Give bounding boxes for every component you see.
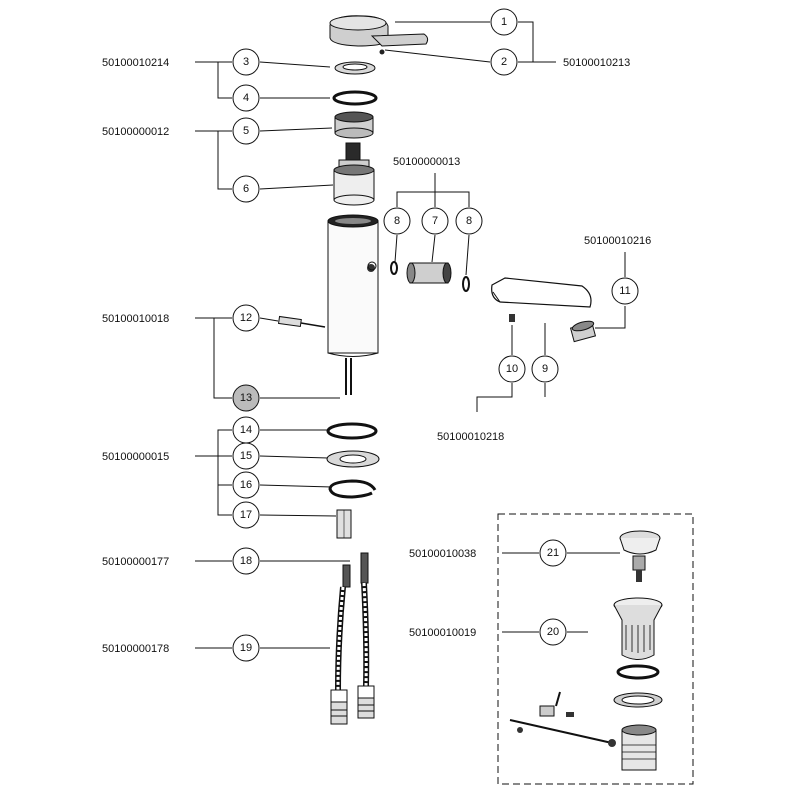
callout-8a: 8: [383, 207, 411, 235]
faucet-body-part: [327, 214, 379, 395]
callout-15: 15: [232, 442, 260, 470]
callout-3: 3: [232, 48, 260, 76]
callout-9: 9: [531, 355, 559, 383]
callout-2: 2: [490, 48, 518, 76]
svg-text:4: 4: [243, 92, 249, 104]
aerator-part: [569, 320, 597, 343]
connector-assembly-part: [367, 261, 470, 292]
callout-17: 17: [232, 501, 260, 529]
o-ring-part: [332, 90, 378, 106]
part-number-label: 50100010216: [584, 235, 651, 247]
part-number-label: 50100010019: [409, 627, 476, 639]
svg-text:8: 8: [466, 215, 472, 227]
part-number-label: 50100010218: [437, 431, 504, 443]
part-number-label: 50100010018: [102, 313, 169, 325]
cartridge-nut-part: [334, 111, 374, 139]
svg-text:14: 14: [240, 424, 252, 436]
svg-text:17: 17: [240, 509, 252, 521]
callout-6: 6: [232, 175, 260, 203]
callout-4: 4: [232, 84, 260, 112]
callout-11: 11: [611, 277, 639, 305]
part-number-label: 50100010213: [563, 57, 630, 69]
svg-text:9: 9: [542, 363, 548, 375]
part-number-labels: 50100010214 50100010213 50100000012 5010…: [102, 57, 651, 655]
callout-14: 14: [232, 416, 260, 444]
svg-text:1: 1: [501, 16, 507, 28]
callout-13: 13: [232, 384, 260, 412]
callout-bubbles: 1 2 3 4 5 6 7 8 8 9 10 11 12 13 14 15 16…: [232, 8, 639, 662]
popup-rod-part: [509, 691, 616, 747]
part-number-label: 50100000178: [102, 643, 169, 655]
svg-text:3: 3: [243, 56, 249, 68]
svg-text:18: 18: [240, 555, 252, 567]
svg-text:10: 10: [506, 363, 518, 375]
washer-14-part: [326, 422, 378, 440]
callout-12: 12: [232, 304, 260, 332]
svg-text:16: 16: [240, 479, 252, 491]
callout-8b: 8: [455, 207, 483, 235]
flex-hose-19-part: [357, 552, 375, 719]
cartridge-part: [333, 142, 375, 206]
part-number-label: 50100000013: [393, 156, 460, 168]
svg-text:15: 15: [240, 450, 252, 462]
fixing-pin-part: [277, 315, 326, 328]
set-screw-part: [379, 49, 385, 55]
callout-19: 19: [232, 634, 260, 662]
svg-text:21: 21: [547, 547, 559, 559]
spout-part: [491, 277, 592, 308]
part-number-label: 50100010214: [102, 57, 169, 69]
washer-15-part: [326, 450, 380, 468]
svg-text:13: 13: [240, 392, 252, 404]
waste-body-part: [613, 597, 663, 771]
svg-text:8: 8: [394, 215, 400, 227]
callout-5: 5: [232, 117, 260, 145]
svg-text:11: 11: [619, 285, 630, 297]
part-number-label: 50100010038: [409, 548, 476, 560]
popup-waste-box: [497, 513, 694, 785]
svg-text:5: 5: [243, 125, 249, 137]
popup-plug-part: [619, 530, 661, 582]
callout-7: 7: [421, 207, 449, 235]
callout-10: 10: [498, 355, 526, 383]
mounting-nut-part: [336, 509, 352, 539]
svg-text:2: 2: [501, 56, 507, 68]
callout-18: 18: [232, 547, 260, 575]
callout-21: 21: [539, 539, 567, 567]
svg-text:12: 12: [240, 312, 252, 324]
leader-lines: [195, 21, 626, 649]
callout-1: 1: [490, 8, 518, 36]
lever-handle-part: [329, 15, 429, 47]
callout-16: 16: [232, 471, 260, 499]
svg-text:6: 6: [243, 183, 249, 195]
part-number-label: 50100000012: [102, 126, 169, 138]
callout-20: 20: [539, 618, 567, 646]
svg-text:19: 19: [240, 642, 252, 654]
cap-ring-part: [334, 61, 376, 75]
spout-screw-part: [509, 314, 515, 322]
svg-text:7: 7: [432, 215, 438, 227]
part-number-label: 50100000015: [102, 451, 169, 463]
flex-hose-18-part: [330, 564, 351, 725]
horseshoe-washer-part: [328, 479, 377, 499]
part-number-label: 50100000177: [102, 556, 169, 568]
svg-text:20: 20: [547, 626, 559, 638]
